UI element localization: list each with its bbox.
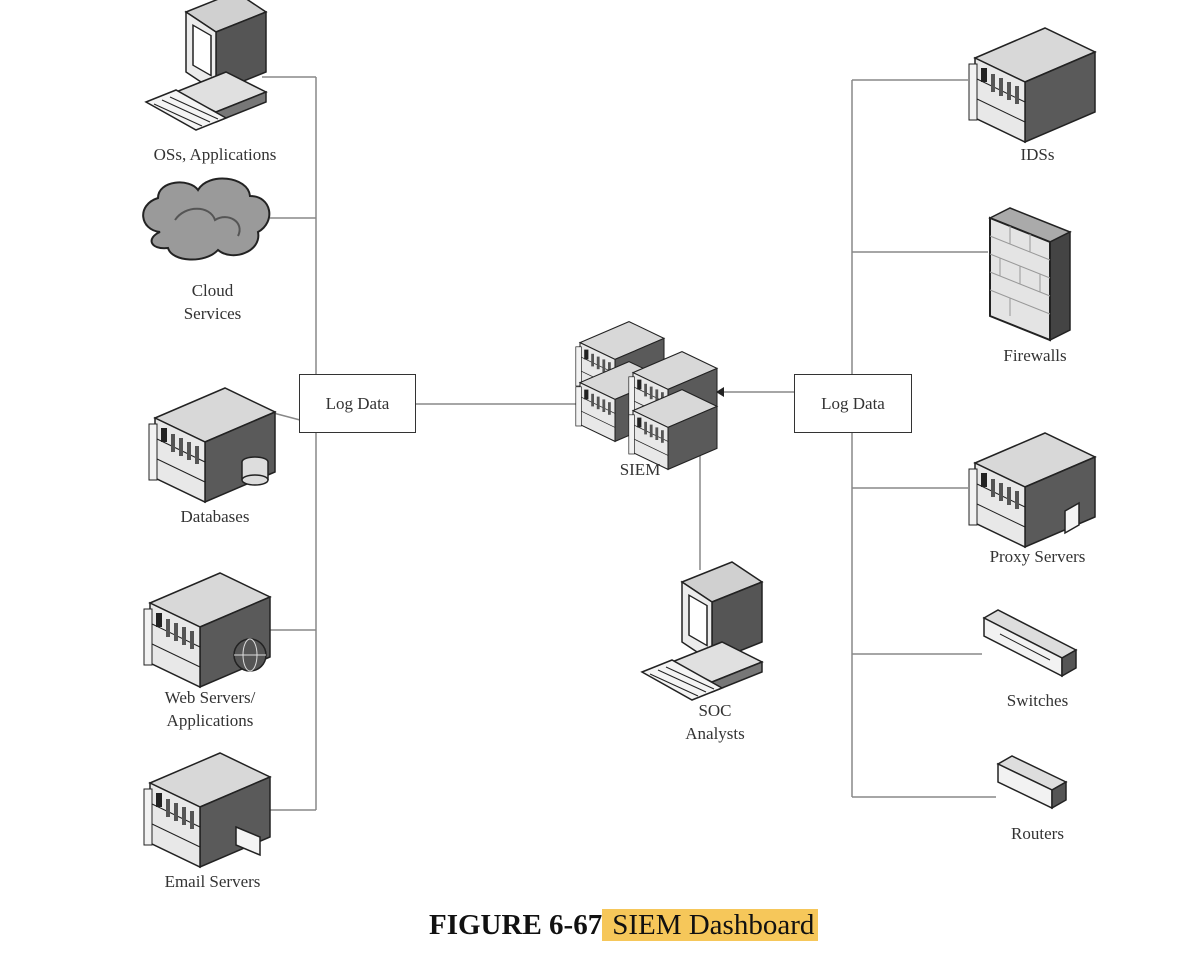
- cloud-icon: [142, 177, 271, 261]
- label-idss: IDSs: [1020, 145, 1055, 164]
- ids-server-icon: [968, 27, 1096, 143]
- siem-servers-icon: [575, 321, 718, 470]
- label-firewalls: Firewalls: [1003, 346, 1067, 365]
- workstation-icon: [145, 0, 267, 131]
- figure-number: FIGURE 6-67: [429, 909, 603, 941]
- left-connector-lines: [261, 76, 598, 811]
- label-soc-analysts: SOC Analysts: [685, 701, 745, 743]
- email-server-icon: [143, 752, 271, 868]
- firewall-icon: [988, 207, 1072, 342]
- label-proxy-servers: Proxy Servers: [989, 547, 1086, 566]
- switch-icon: [982, 609, 1078, 678]
- database-server-icon: [148, 387, 276, 503]
- label-switches: Switches: [1006, 691, 1069, 710]
- label-cloud-services: Cloud Services: [183, 281, 242, 323]
- log-data-right-box: Log Data: [794, 374, 912, 433]
- label-siem: SIEM: [619, 460, 661, 479]
- router-icon: [996, 755, 1068, 810]
- label-databases: Databases: [180, 507, 250, 526]
- log-data-left-box: Log Data: [299, 374, 416, 433]
- label-email-servers: Email Servers: [164, 872, 261, 891]
- soc-workstation-icon: [641, 561, 763, 701]
- label-os-apps: OSs, Applications: [153, 145, 277, 164]
- label-routers: Routers: [1011, 824, 1064, 843]
- web-server-icon: [143, 572, 271, 688]
- proxy-server-icon: [968, 432, 1096, 548]
- right-connector-lines: [699, 79, 996, 798]
- arrowhead-into-siem-right: [716, 387, 724, 397]
- label-web-servers: Web Servers/ Applications: [164, 688, 256, 730]
- figure-title: SIEM Dashboard: [602, 909, 819, 941]
